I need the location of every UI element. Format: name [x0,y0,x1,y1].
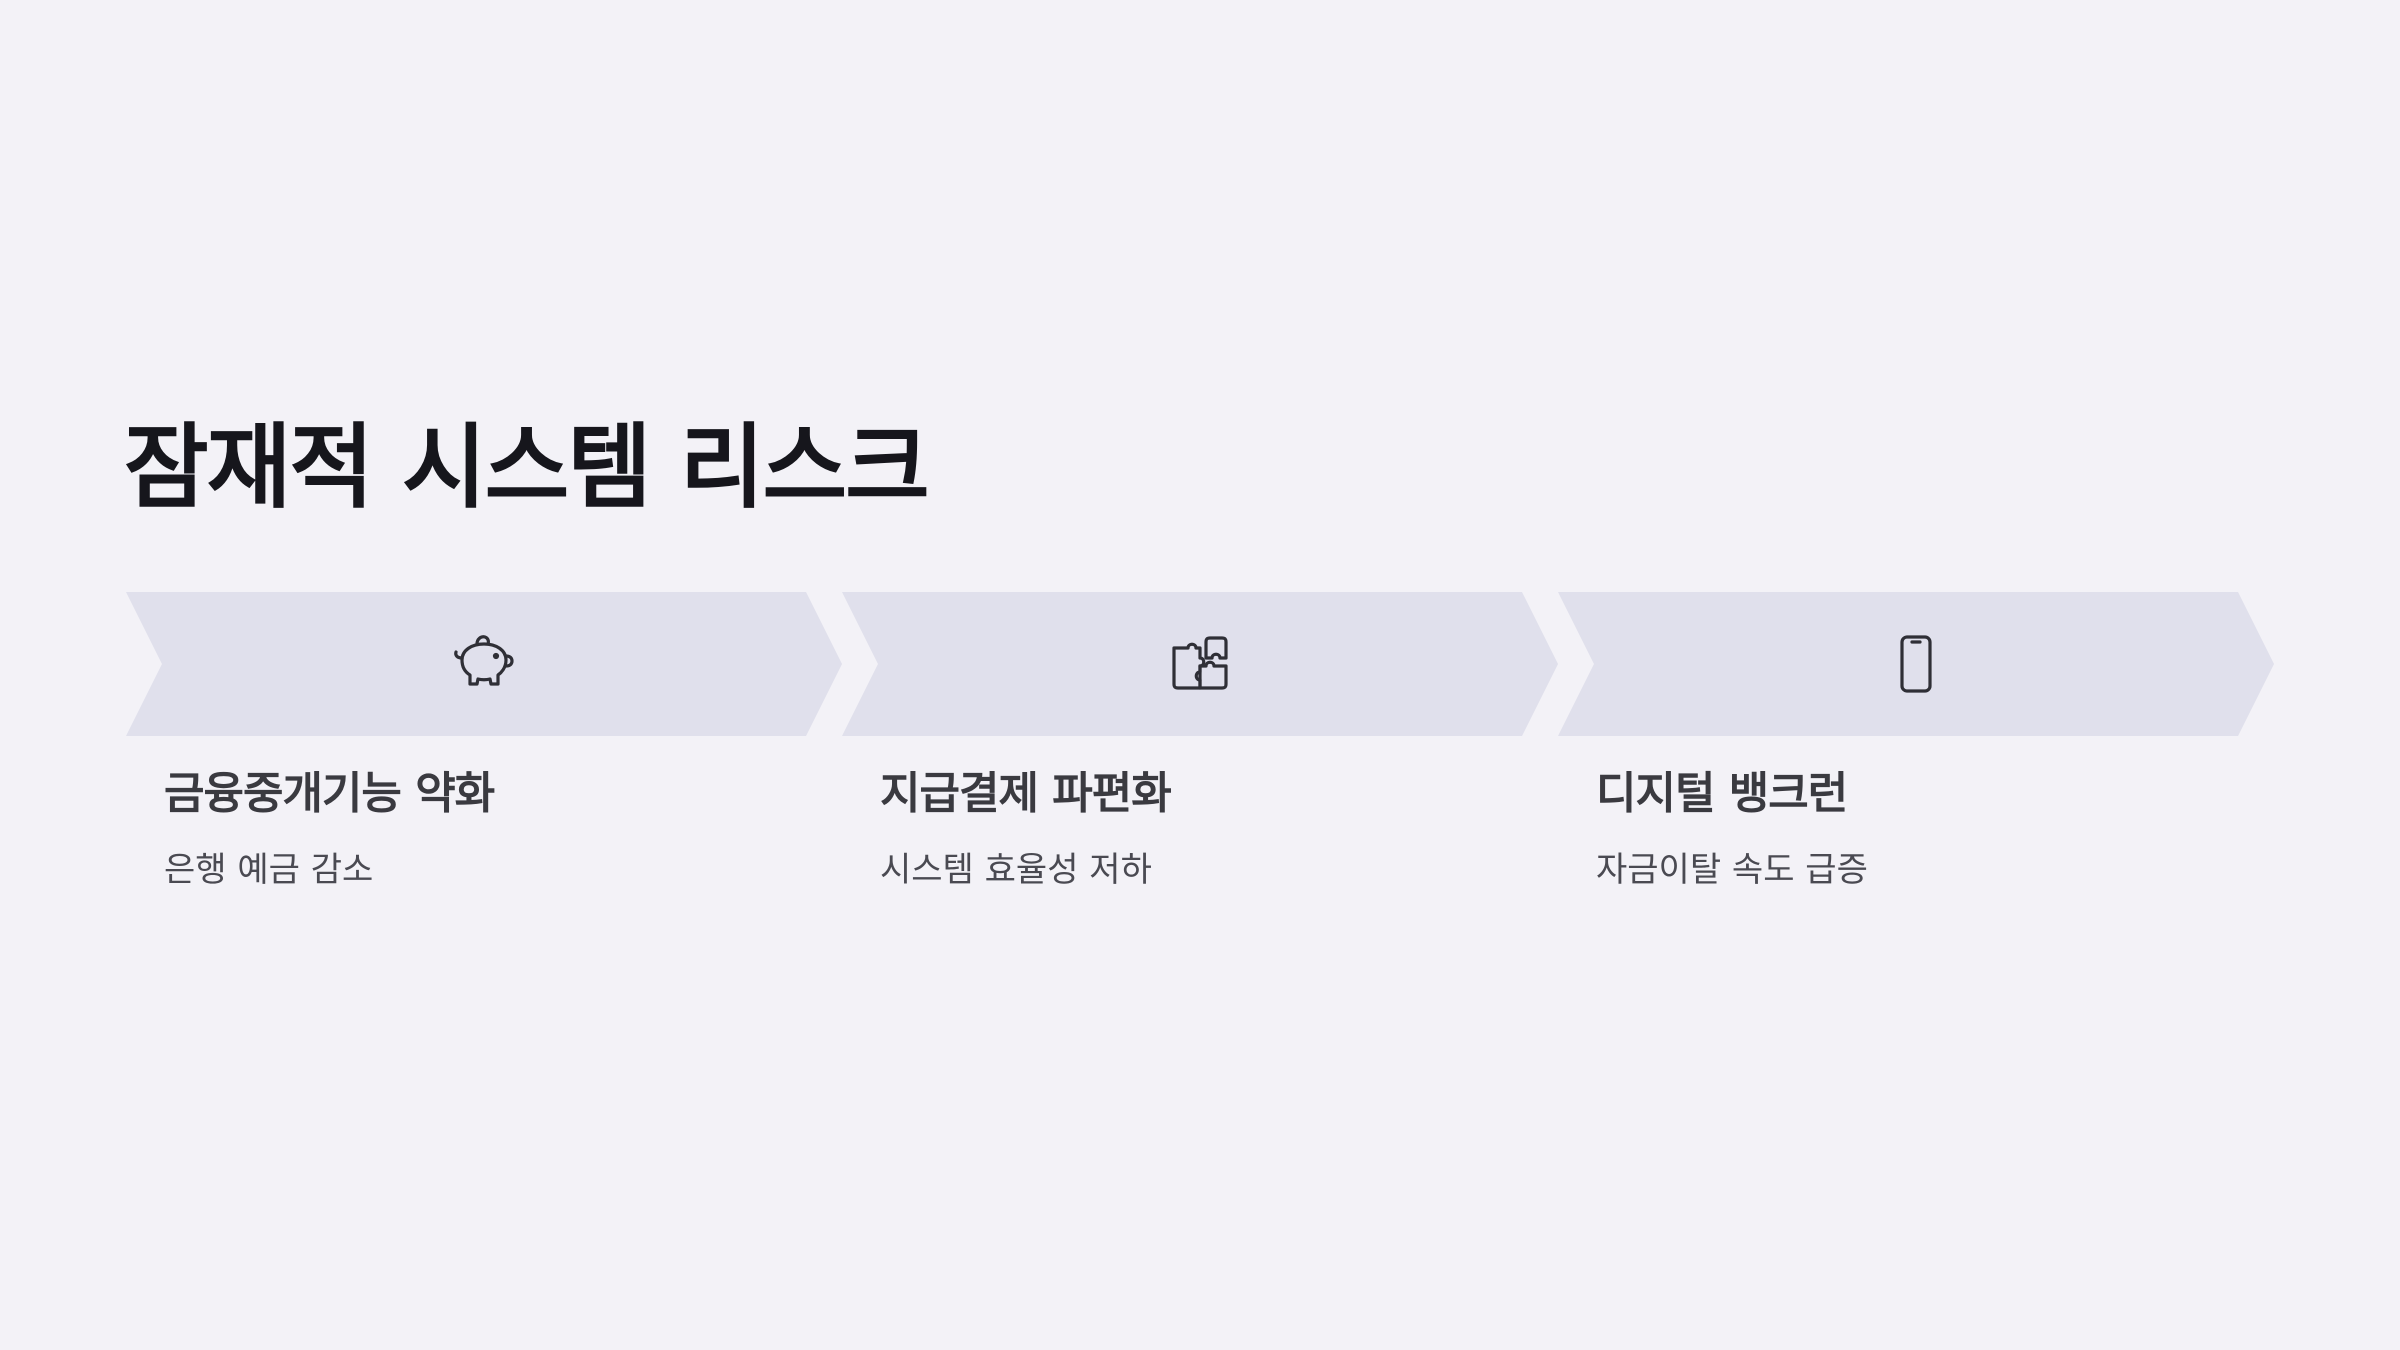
risk-step-financial-intermediation: 금융중개기능 약화 은행 예금 감소 [126,592,842,890]
risk-step-digital-bank-run: 디지털 뱅크런 자금이탈 속도 급증 [1558,592,2274,890]
step-title: 디지털 뱅크런 [1596,768,1848,819]
step-description: 자금이탈 속도 급증 [1596,850,1868,890]
chevron-banner [1558,592,2274,736]
smartphone-icon [1900,635,1932,693]
page-title: 잠재적 시스템 리스크 [124,414,930,521]
puzzle-icon [1172,636,1228,690]
chevron-banner [126,592,842,736]
chevron-banner [842,592,1558,736]
risk-step-payment-fragmentation: 지급결제 파편화 시스템 효율성 저하 [842,592,1558,890]
step-title: 금융중개기능 약화 [164,768,495,819]
step-description: 시스템 효율성 저하 [880,850,1152,890]
step-description: 은행 예금 감소 [164,850,374,890]
piggy-bank-icon [454,635,514,686]
step-title: 지급결제 파편화 [880,768,1172,819]
